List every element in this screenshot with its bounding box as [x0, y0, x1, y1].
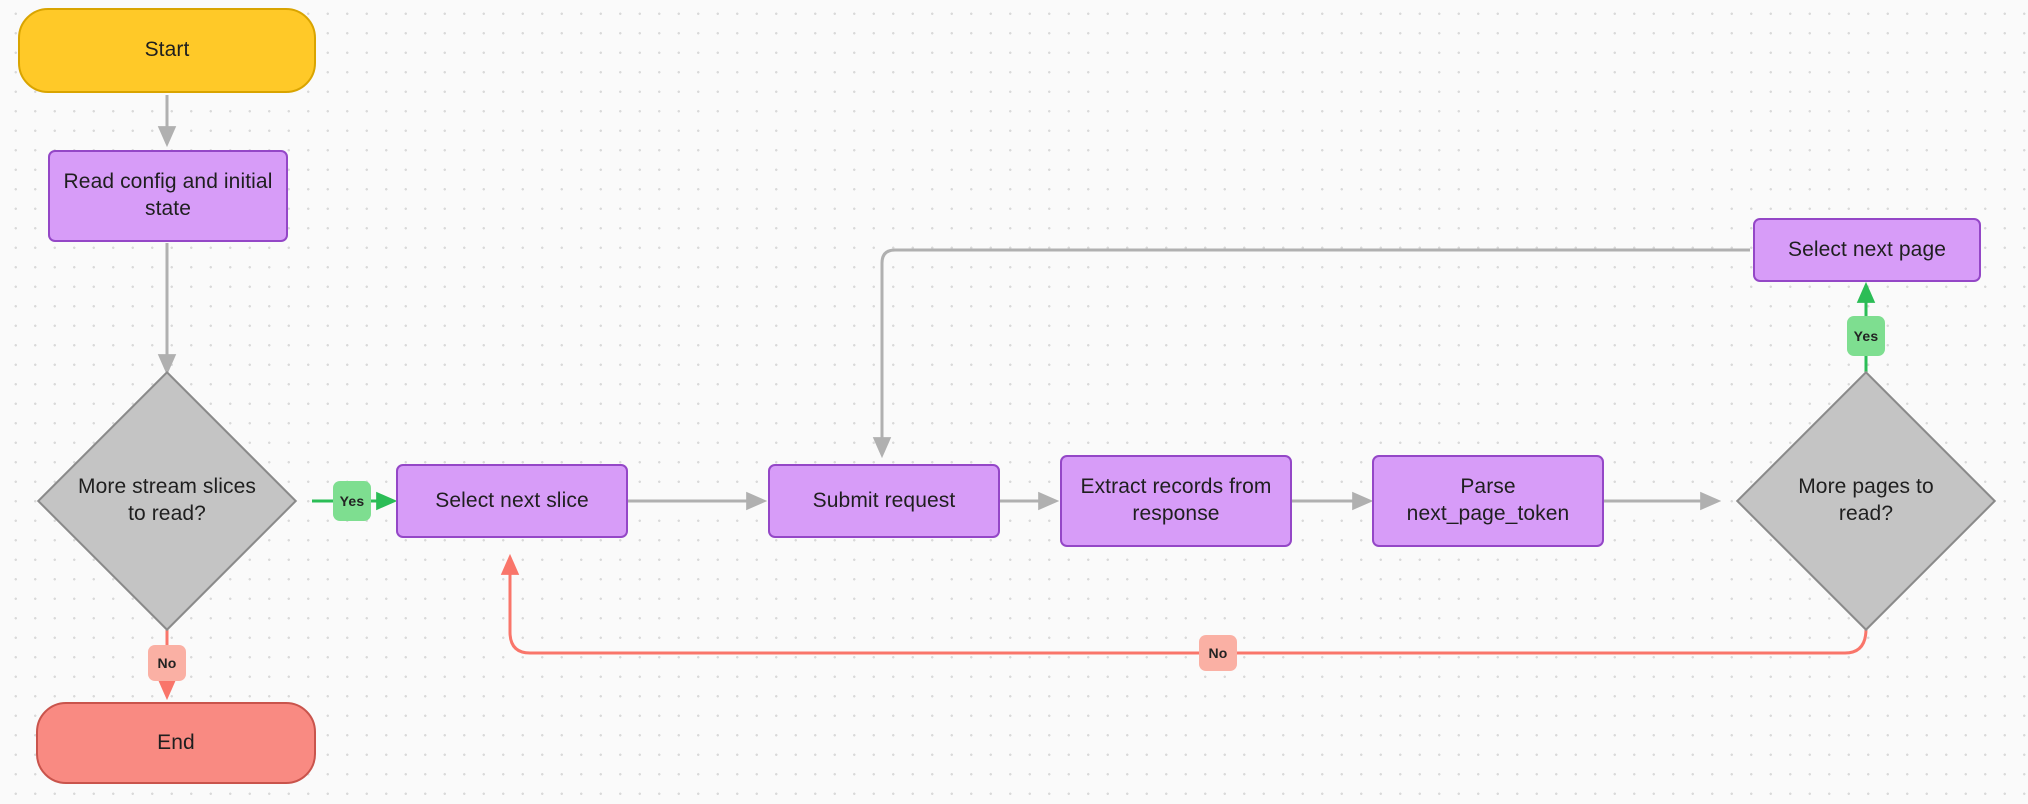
edge-label-slices-yes-text: Yes — [339, 493, 365, 509]
node-read-config[interactable]: Read config and initial state — [48, 150, 288, 242]
node-more-pages[interactable]: More pages to read? — [1717, 370, 2015, 632]
edge-label-pages-no-text: No — [1208, 645, 1228, 661]
edge-label-pages-no: No — [1199, 635, 1237, 671]
node-select-page[interactable]: Select next page — [1753, 218, 1981, 282]
edge-more-pages-no-to-select-slice — [500, 553, 1868, 655]
node-end-label: End — [157, 730, 195, 754]
edge-label-slices-yes: Yes — [333, 481, 371, 521]
node-end[interactable]: End — [36, 702, 316, 784]
node-start[interactable]: Start — [18, 8, 316, 93]
node-more-slices-label: More stream slices to read? — [77, 475, 256, 525]
node-select-page-label: Select next page — [1787, 237, 1947, 261]
node-extract-records[interactable]: Extract records from response — [1060, 455, 1292, 547]
node-select-slice[interactable]: Select next slice — [396, 464, 628, 538]
node-submit-request-label: Submit request — [812, 488, 956, 512]
edge-label-pages-yes: Yes — [1847, 316, 1885, 356]
node-more-pages-label: More pages to read? — [1798, 475, 1934, 525]
node-more-slices[interactable]: More stream slices to read? — [18, 370, 316, 632]
node-read-config-label: Read config and initial state — [63, 170, 273, 220]
node-start-label: Start — [144, 38, 190, 62]
node-submit-request[interactable]: Submit request — [768, 464, 1000, 538]
node-parse-token-label: Parse next_page_token — [1406, 475, 1570, 525]
edge-label-pages-yes-text: Yes — [1853, 328, 1879, 344]
edge-label-slices-no: No — [148, 645, 186, 681]
edge-label-slices-no-text: No — [157, 655, 177, 671]
node-select-slice-label: Select next slice — [435, 488, 589, 512]
node-parse-token[interactable]: Parse next_page_token — [1372, 455, 1604, 547]
node-extract-records-label: Extract records from response — [1080, 475, 1272, 525]
edge-select-page-to-submit-request — [872, 248, 1750, 459]
